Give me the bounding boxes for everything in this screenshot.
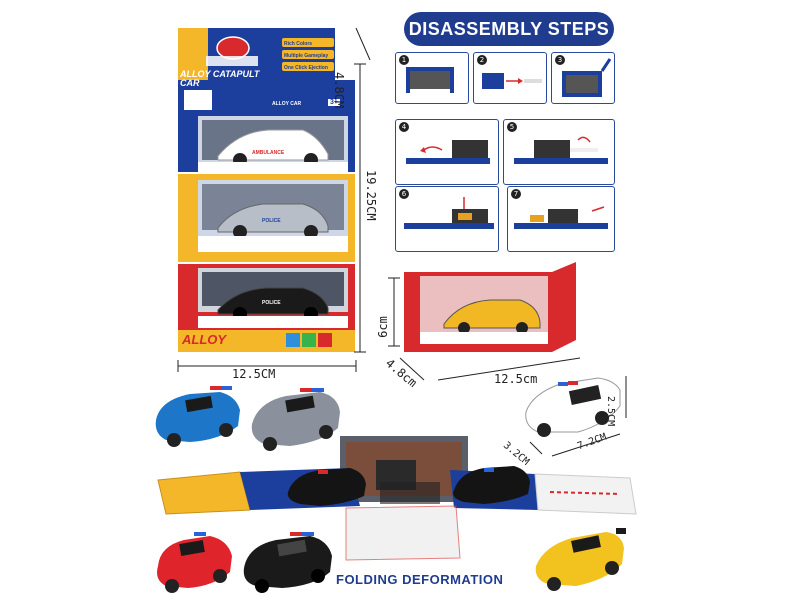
step-panel: 6 — [395, 186, 499, 252]
step-number: 7 — [511, 189, 521, 199]
feature-item: Multiple Gameplay — [284, 53, 329, 59]
box-width-label: 12.5CM — [232, 367, 276, 381]
car-height-label: 2.5CM — [605, 396, 616, 427]
step-panel: 7 — [507, 186, 615, 252]
feature-item: Rich Colors — [284, 41, 313, 47]
container-height-label: 6cm — [375, 316, 390, 338]
step-panel: 2 — [473, 52, 547, 104]
red-rally-car — [157, 532, 232, 593]
age-badge: 3+ — [328, 99, 340, 106]
step-illustration — [406, 67, 454, 93]
feature-list: Rich Colors Multiple Gameplay One Click … — [284, 38, 334, 74]
package-banner: ALLOY — [182, 332, 227, 347]
package-title-line: ALLOY CATAPULT — [180, 69, 260, 79]
step-panel: 3 — [551, 52, 615, 104]
yellow-race-car — [535, 528, 626, 591]
feature-item: One Click Ejection — [284, 65, 328, 71]
container-width-label: 12.5cm — [494, 372, 538, 386]
product-package: Rich Colors Multiple Gameplay One Click … — [178, 28, 355, 352]
step-illustration — [404, 197, 494, 229]
blue-police-car — [155, 386, 240, 447]
black-police-car — [243, 532, 332, 593]
step-number: 3 — [555, 55, 565, 65]
decal-text: POLICE — [262, 218, 281, 224]
grey-police-car — [251, 388, 340, 451]
step-number: 2 — [477, 55, 487, 65]
package-dimension-lines — [177, 27, 371, 372]
folding-deformation-title: FOLDING DEFORMATION — [336, 572, 504, 587]
box-depth-label: 4.8CM — [332, 72, 346, 109]
package-title-line: CAR — [180, 78, 200, 88]
red-container-illustration — [388, 262, 581, 381]
step-number: 6 — [399, 189, 409, 199]
package-illustration — [178, 28, 355, 352]
decal-text: AMBULANCE — [252, 150, 285, 156]
step-illustration — [406, 140, 490, 164]
step-number: 5 — [507, 122, 517, 132]
step-panel: 1 — [395, 52, 469, 104]
folding-playset — [157, 436, 637, 561]
step-illustration — [514, 206, 608, 229]
package-subtitle: ALLOY CAR — [272, 101, 302, 107]
disassembly-title: DISASSEMBLY STEPS — [404, 12, 614, 46]
box-height-label: 19.25CM — [364, 170, 378, 221]
white-ambulance-car — [525, 376, 627, 457]
step-panel: 5 — [503, 119, 615, 185]
package-title: ALLOY CATAPULT CAR — [180, 70, 290, 88]
step-number: 4 — [399, 122, 409, 132]
step-panel: 4 — [395, 119, 499, 185]
step-illustration — [562, 58, 612, 97]
step-illustration — [514, 136, 608, 164]
step-number: 1 — [399, 55, 409, 65]
step-illustration — [482, 73, 542, 89]
decal-text: POLICE — [262, 300, 281, 306]
